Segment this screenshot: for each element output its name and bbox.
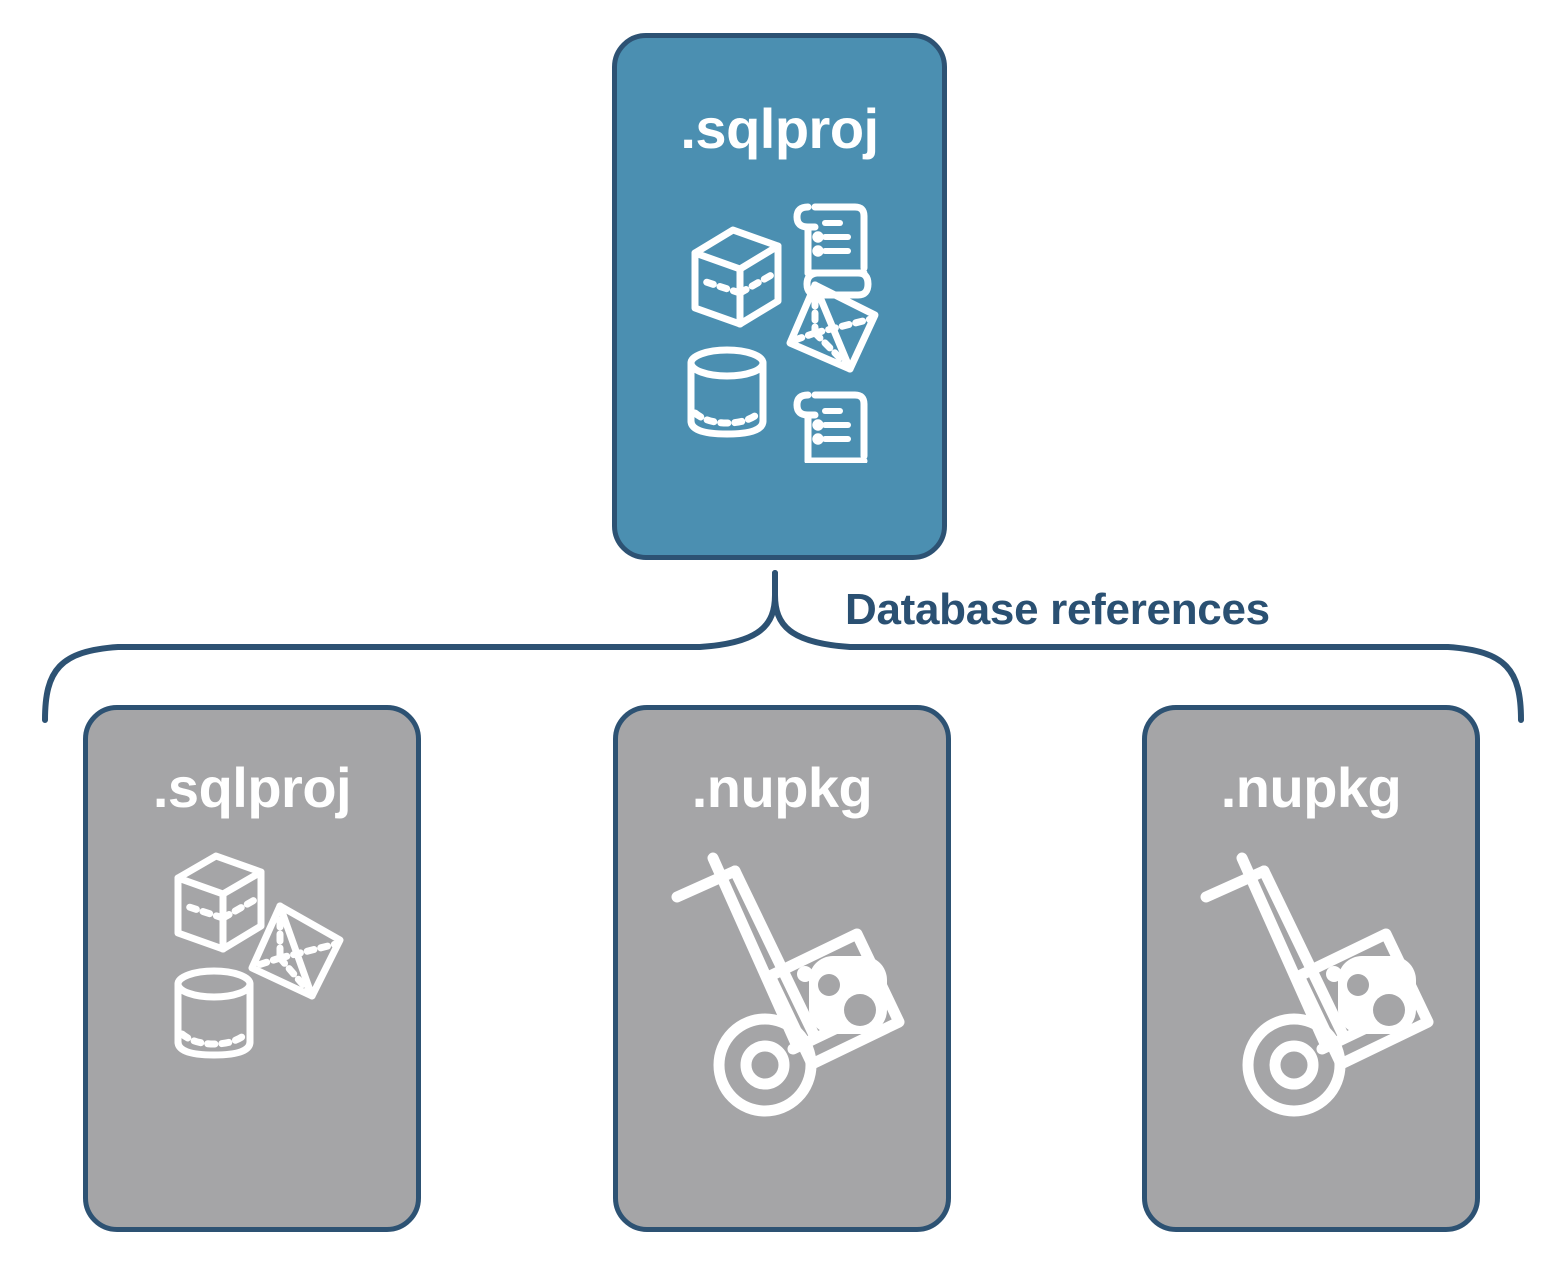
- bracket-label: Database references: [845, 585, 1270, 634]
- sqlproj-shapes-icon-group: [687, 203, 878, 463]
- node-nupkg-reference-2[interactable]: .nupkg: [1142, 705, 1480, 1232]
- node-label: .sqlproj: [680, 97, 879, 160]
- bracket-left-arm: [42, 570, 778, 723]
- pyramid-wireframe-icon: [248, 902, 344, 1000]
- pyramid-wireframe-icon: [786, 281, 878, 373]
- node-icon-group: [1147, 850, 1475, 1120]
- nuget-glyph-holes: [1347, 974, 1405, 1026]
- node-icon-group: [617, 193, 942, 463]
- node-sqlproj-reference[interactable]: .sqlproj: [83, 705, 421, 1232]
- nuget-glyph-holes: [818, 974, 876, 1026]
- node-label: .nupkg: [691, 756, 873, 819]
- scroll-script-icon: [793, 391, 867, 463]
- node-nupkg-reference-1[interactable]: .nupkg: [613, 705, 951, 1232]
- node-icon-group: [88, 850, 416, 1080]
- hand-truck-package-icon: [671, 852, 905, 1117]
- package-box-icon: [1293, 928, 1434, 1070]
- node-label: .sqlproj: [152, 756, 352, 819]
- package-box-icon: [764, 928, 905, 1070]
- cylinder-wireframe-icon: [687, 346, 766, 438]
- hand-truck-package-icon: [1200, 852, 1434, 1117]
- node-label: .nupkg: [1220, 756, 1402, 819]
- cube-wireframe-icon: [174, 852, 265, 953]
- scroll-script-icon: [793, 203, 871, 299]
- cube-wireframe-icon: [691, 226, 781, 328]
- node-icon-group: [618, 850, 946, 1120]
- sqlproj-shapes-icon-group: [174, 852, 344, 1059]
- cylinder-wireframe-icon: [174, 967, 254, 1059]
- node-sqlproj-root[interactable]: .sqlproj: [612, 33, 947, 560]
